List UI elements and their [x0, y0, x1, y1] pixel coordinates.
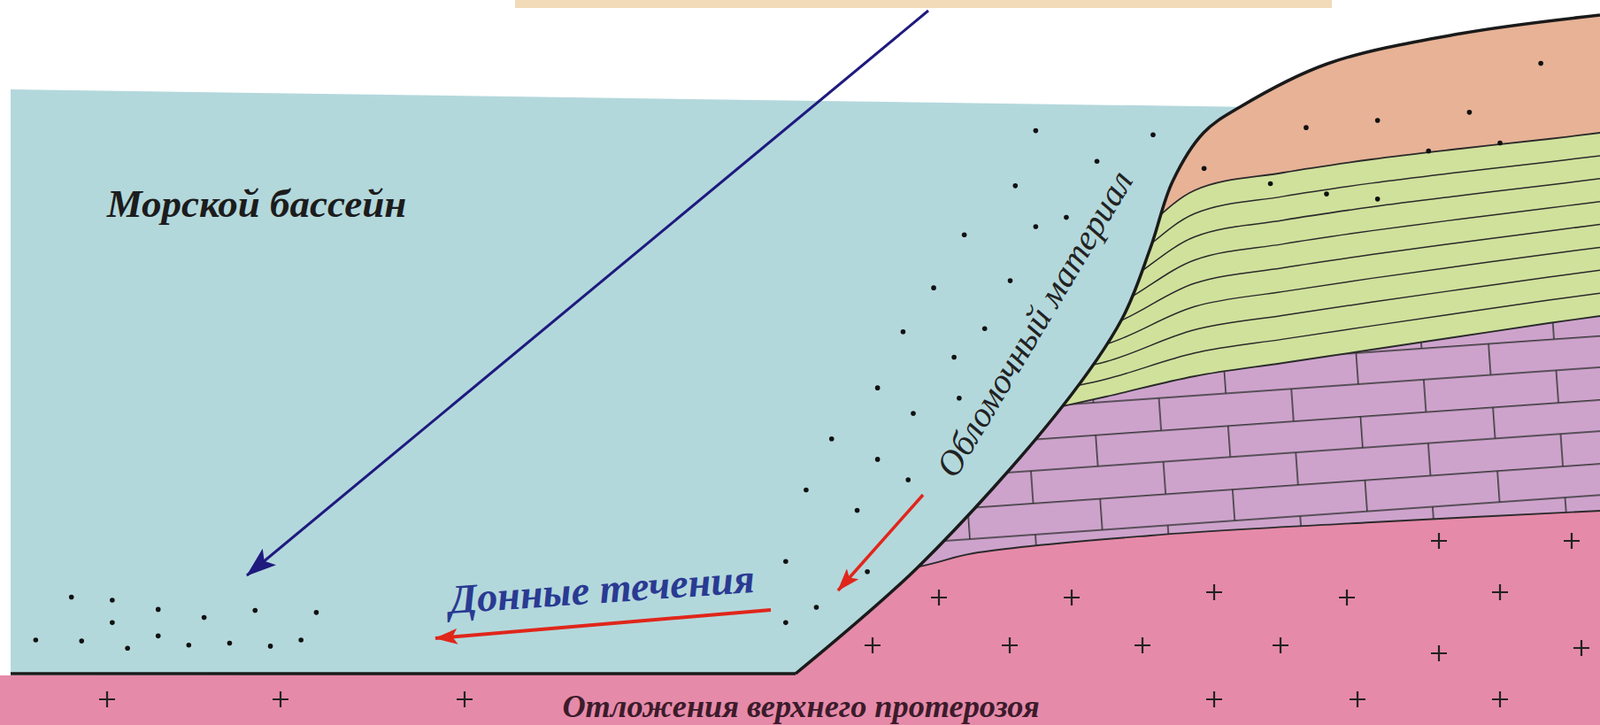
granite-mark — [272, 691, 289, 708]
granite-mark — [1349, 691, 1366, 708]
sediment-dot — [268, 643, 274, 649]
slope-label: Обломочный материал — [928, 163, 1141, 484]
sediment-dot — [905, 476, 911, 483]
granite-mark — [1206, 691, 1223, 708]
sediment-dot — [69, 594, 75, 600]
sediment-dot — [1007, 277, 1014, 284]
sediment-dot — [109, 597, 116, 603]
sediment-dot — [875, 456, 881, 462]
granite-mark — [99, 691, 116, 708]
shale-layer — [973, 0, 1600, 425]
strata-line — [973, 292, 1600, 406]
sediment-dot — [1033, 128, 1039, 134]
sea-label: Морской бассейн — [107, 182, 408, 227]
transport-arrow — [246, 10, 929, 576]
slope-outline — [795, 15, 1600, 674]
granite-mark — [1272, 637, 1289, 654]
sediment-dot — [155, 633, 162, 639]
sediment-dot — [252, 607, 258, 614]
granite-mark — [1134, 637, 1151, 654]
sediment-dot — [1201, 165, 1208, 171]
granite-mark — [1001, 637, 1018, 654]
sediment-dot — [864, 569, 870, 575]
sediment-dot — [783, 620, 789, 626]
sediment-dot — [961, 231, 968, 238]
granite-mark — [1338, 589, 1355, 606]
sediment-dot — [109, 620, 116, 626]
sediment-dot — [1268, 181, 1274, 187]
sediment-dot — [829, 436, 835, 442]
granite-mark — [1063, 589, 1080, 606]
sediment-dot — [930, 284, 937, 291]
granite-mark — [456, 691, 473, 708]
sediment-dot — [186, 642, 193, 648]
sediment-dot — [155, 607, 162, 613]
sediment-dot — [814, 604, 820, 610]
layer-boundary — [778, 510, 1600, 585]
sediment-dot — [124, 645, 131, 651]
sediment-dot — [1375, 117, 1381, 124]
sediment-dot — [803, 487, 809, 493]
sediment-dot — [314, 609, 320, 616]
top-panel — [515, 0, 1332, 8]
sediment-dot — [1425, 148, 1431, 154]
sediment-dot — [78, 638, 85, 644]
sediment-dot — [201, 615, 208, 621]
sediment-dot — [875, 384, 881, 391]
granite-mark — [1573, 639, 1590, 656]
sediment-dot — [33, 637, 39, 643]
sediment-dot — [1150, 131, 1156, 138]
sediment-dot — [1538, 61, 1544, 67]
basement-label: Отложения верхнего протерозоя — [561, 689, 1039, 725]
granite-mark — [1492, 584, 1508, 600]
slide-arrow — [838, 494, 924, 591]
sediment-dot — [982, 325, 988, 331]
sediment-dot — [1012, 183, 1018, 189]
granite-mark — [930, 589, 947, 606]
limestone-layer — [778, 0, 1600, 585]
granite-mark — [1563, 532, 1580, 549]
sediment-dot — [227, 640, 233, 647]
sediment-dot — [956, 395, 962, 401]
granite-mark — [1206, 584, 1223, 600]
sediment-dot — [1323, 191, 1330, 197]
sediment-dot — [1497, 140, 1503, 147]
sediment-dot — [1063, 215, 1070, 221]
sediment-dot — [1303, 124, 1309, 131]
sediment-dot — [910, 410, 916, 416]
sediment-dot — [1094, 158, 1100, 164]
sediment-dot — [951, 354, 957, 361]
sediment-dot — [854, 507, 861, 514]
sediment-dot — [900, 329, 907, 335]
sediment-dot — [1033, 223, 1039, 230]
sediment-dot — [1467, 109, 1473, 116]
sediment-dot — [298, 637, 304, 643]
granite-mark — [864, 637, 881, 654]
granite-mark — [1430, 532, 1447, 549]
current-label: Донные течения — [447, 556, 757, 624]
granite-mark — [1492, 691, 1508, 708]
granite-mark — [1430, 645, 1447, 662]
sediment-dot — [783, 558, 789, 564]
layer-boundary — [973, 315, 1600, 425]
sea-floor — [10, 671, 796, 676]
sediment-dot — [1375, 196, 1381, 202]
